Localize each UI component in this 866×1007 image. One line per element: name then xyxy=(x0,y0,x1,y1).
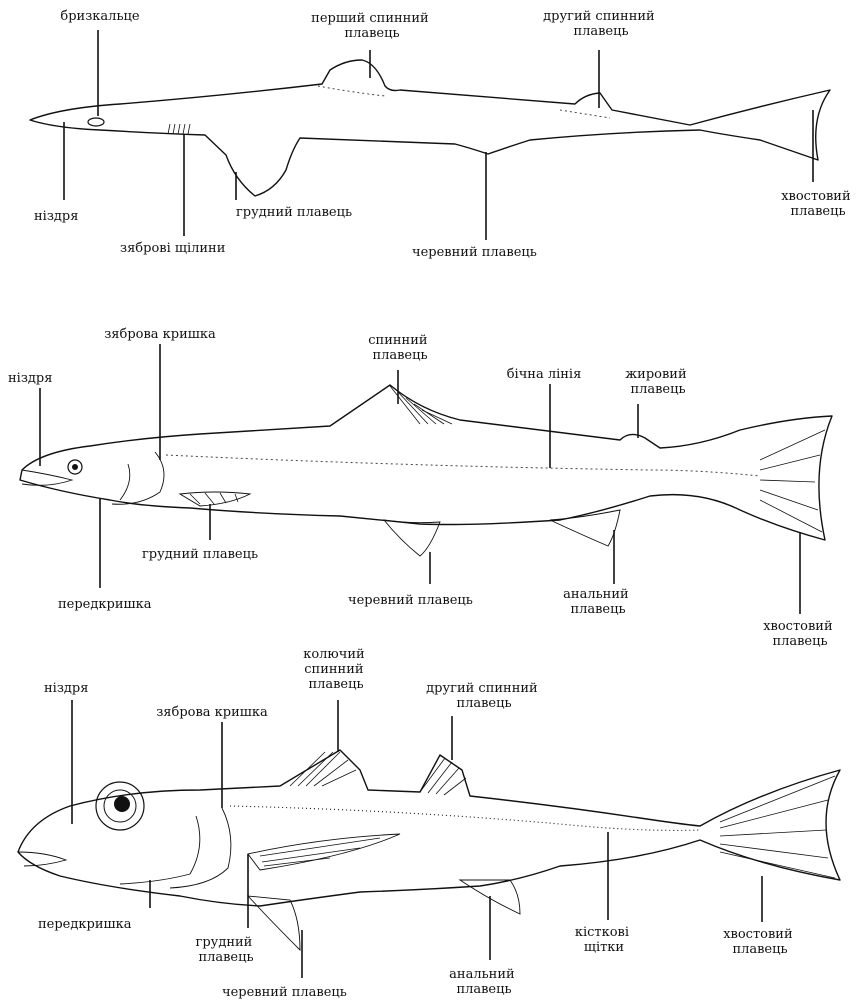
shark-caudal-label: хвостовий плавець xyxy=(781,189,855,219)
perch-operculum xyxy=(170,808,231,888)
shark-spiracle-mark xyxy=(88,118,104,126)
perch-preopercle-label: передкришка xyxy=(38,917,132,932)
salmon-operculum xyxy=(112,452,164,504)
perch-pectoral-fin xyxy=(248,834,400,870)
perch-spiny-dorsal-label: колючий спинний плавець xyxy=(303,647,369,692)
salmon-anal-label: анальний плавець xyxy=(563,587,633,617)
shark-spiracle-label: бризкальце xyxy=(60,9,139,24)
salmon-dorsal-label: спинний плавець xyxy=(368,333,431,363)
perch-scutes-label: кісткові щітки xyxy=(575,925,633,955)
perch-scute-row xyxy=(230,806,700,830)
salmon-pelvic-fin xyxy=(384,520,440,556)
salmon-nostril-label: ніздря xyxy=(8,371,52,386)
perch-caudal-rays xyxy=(720,776,835,878)
salmon-body-outline xyxy=(20,385,832,540)
shark-figure: бризкальце перший спинний плавець другий… xyxy=(30,9,855,260)
salmon-lateral-line-label: бічна лінія xyxy=(507,367,582,382)
perch-gill-cover-label: зяброва кришка xyxy=(156,705,268,720)
perch-pectoral-label: грудний плавець xyxy=(196,935,257,965)
perch-pupil xyxy=(114,796,130,812)
perch-second-dorsal-label: другий спинний плавець xyxy=(426,681,542,711)
shark-body-outline xyxy=(30,60,830,196)
shark-second-dorsal-label: другий спинний плавець xyxy=(543,9,659,39)
salmon-gill-cover-label: зяброва кришка xyxy=(104,327,216,342)
perch-pectoral-rays xyxy=(260,838,380,866)
salmon-pupil xyxy=(72,464,78,470)
perch-nostril-label: ніздря xyxy=(44,681,88,696)
salmon-anal-fin xyxy=(550,510,620,546)
shark-first-dorsal-label: перший спинний плавець xyxy=(311,11,433,41)
salmon-pectoral-rays xyxy=(190,493,238,504)
perch-pelvic-label: черевний плавець xyxy=(222,985,347,1000)
salmon-lateral-line xyxy=(166,455,760,476)
shark-dorsal-seam xyxy=(318,86,385,96)
salmon-pectoral-label: грудний плавець xyxy=(142,547,258,562)
salmon-caudal-label: хвостовий плавець xyxy=(763,619,837,649)
shark-pectoral-label: грудний плавець xyxy=(236,205,352,220)
perch-spiny-dorsal-rays xyxy=(290,752,356,786)
shark-second-dorsal-seam xyxy=(560,110,610,118)
perch-anal-label: анальний плавець xyxy=(449,967,519,997)
shark-gill-slits xyxy=(168,124,190,134)
perch-figure: колючий спинний плавець другий спинний п… xyxy=(18,647,840,1000)
salmon-caudal-rays xyxy=(760,430,825,532)
salmon-adipose-label: жировий плавець xyxy=(625,367,691,397)
shark-nostril-label: ніздря xyxy=(34,209,78,224)
shark-gill-slits-label: зяброві щілини xyxy=(120,241,225,256)
salmon-preopercle-label: передкришка xyxy=(58,597,152,612)
perch-second-dorsal-rays xyxy=(420,758,466,795)
salmon-figure: зяброва кришка ніздря спинний плавець бі… xyxy=(8,327,837,649)
perch-caudal-label: хвостовий плавець xyxy=(723,927,797,957)
salmon-preopercle-line xyxy=(120,464,130,500)
shark-pelvic-label: черевний плавець xyxy=(412,245,537,260)
salmon-pelvic-label: черевний плавець xyxy=(348,593,473,608)
